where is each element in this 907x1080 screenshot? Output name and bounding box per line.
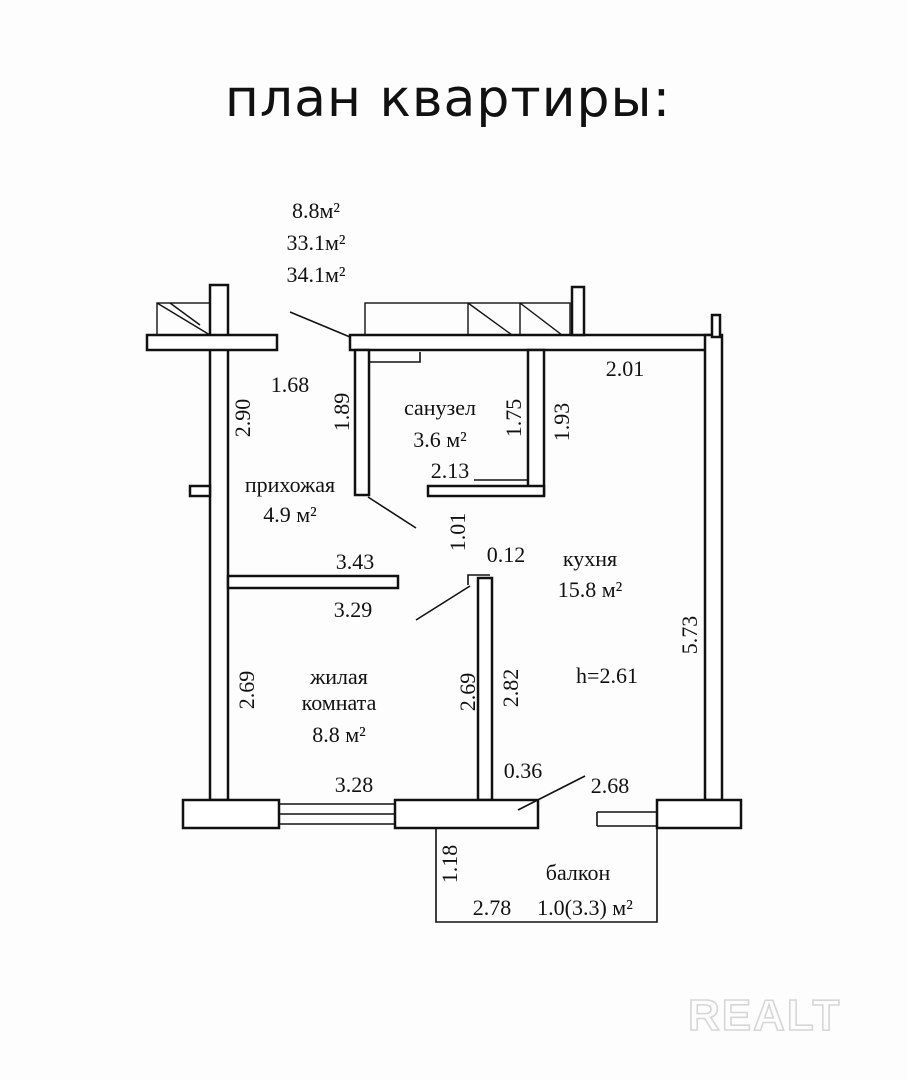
wall-bottom-left <box>181 798 281 830</box>
dim-1-89: 1.89 <box>329 393 354 432</box>
area-total: 33.1м² <box>286 230 345 255</box>
room-hallway-area: 4.9 м² <box>263 502 317 527</box>
dim-1-01: 1.01 <box>445 513 470 552</box>
window-kitchen <box>596 811 657 827</box>
room-bathroom-name: санузел <box>404 395 476 420</box>
dim-3-43: 3.43 <box>336 549 375 574</box>
room-living-name-line2: комната <box>302 690 377 715</box>
room-bathroom-area: 3.6 м² <box>413 427 467 452</box>
wall-bathroom-left <box>353 348 371 497</box>
dim-2-13: 2.13 <box>431 458 470 483</box>
room-kitchen-height: h=2.61 <box>576 663 638 688</box>
wall-left <box>208 283 230 802</box>
dim-2-69-mid: 2.69 <box>455 673 480 712</box>
dim-2-68: 2.68 <box>591 773 630 798</box>
room-kitchen-name: кухня <box>563 546 617 571</box>
dim-0-36: 0.36 <box>504 758 543 783</box>
watermark-logo: REALT <box>688 991 841 1040</box>
wall-top-left-stub <box>145 333 279 352</box>
dim-5-73: 5.73 <box>677 616 702 655</box>
wall-bathroom-right <box>526 348 546 497</box>
area-living-total: 8.8м² <box>292 198 340 223</box>
wall-right-stub <box>710 313 722 339</box>
wall-right <box>703 333 724 802</box>
room-kitchen-area: 15.8 м² <box>558 577 623 602</box>
wall-top-stub <box>570 285 586 337</box>
wall-kitchen-partition <box>476 576 494 802</box>
dim-1-68: 1.68 <box>271 372 310 397</box>
vent-shaft-top <box>364 302 571 336</box>
bathroom-inner-corner-left <box>369 352 421 363</box>
dim-0-12: 0.12 <box>487 542 526 567</box>
dim-1-18: 1.18 <box>437 845 462 884</box>
dim-2-90: 2.90 <box>230 399 255 438</box>
leader-living-door <box>415 585 471 621</box>
room-balcony-area: 1.0(3.3) м² <box>537 895 633 920</box>
room-hallway-name: прихожая <box>245 472 335 497</box>
dim-3-29: 3.29 <box>334 597 373 622</box>
dim-1-75: 1.75 <box>501 399 526 438</box>
dim-3-28: 3.28 <box>335 772 374 797</box>
dim-1-93: 1.93 <box>549 403 574 442</box>
room-living-name-line1: жилая <box>309 664 368 689</box>
wall-bathroom-bottom <box>426 484 546 498</box>
leader-total-areas <box>289 311 351 338</box>
balcony-outline <box>435 828 658 923</box>
window-living <box>279 803 395 825</box>
wall-hall-partition <box>226 574 400 590</box>
dim-2-82: 2.82 <box>498 669 523 708</box>
wall-bottom-middle <box>393 798 540 830</box>
leader-balcony-door <box>517 775 586 811</box>
partition-cap <box>467 574 490 585</box>
dim-2-01: 2.01 <box>606 356 645 381</box>
dim-2-78: 2.78 <box>473 895 512 920</box>
wall-left-nib <box>188 484 212 498</box>
area-total-with-balcony: 34.1м² <box>286 262 345 287</box>
wall-bottom-right <box>655 798 743 830</box>
room-balcony-name: балкон <box>546 860 611 885</box>
vent-shaft-left <box>156 302 211 336</box>
page-title: план квартиры: <box>225 69 671 129</box>
wall-top <box>348 333 722 352</box>
leader-hallway-door <box>367 496 417 529</box>
dim-2-69-left: 2.69 <box>234 671 259 710</box>
room-living-area: 8.8 м² <box>312 722 366 747</box>
